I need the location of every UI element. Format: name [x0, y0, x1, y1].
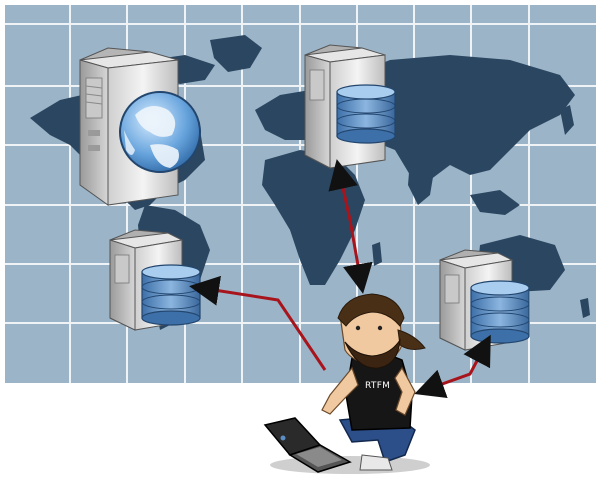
database-server-icon	[109, 229, 201, 331]
database-icon	[336, 84, 396, 144]
network-arrow	[189, 275, 327, 371]
person-with-laptop: RTFM	[263, 293, 430, 474]
web-server-icon	[79, 47, 201, 206]
laptop-icon	[263, 417, 352, 473]
asia	[340, 55, 575, 180]
person-head	[337, 293, 426, 369]
database-icon	[141, 264, 201, 326]
database-server-icon	[439, 249, 530, 351]
greenland	[210, 35, 262, 72]
network-arrows	[189, 159, 491, 398]
shirt-label: RTFM	[365, 381, 390, 391]
database-server-icon	[304, 44, 396, 169]
network-arrow	[414, 334, 491, 398]
globe-icon	[119, 91, 201, 173]
database-icon	[470, 280, 530, 344]
network-arrow	[328, 159, 373, 294]
